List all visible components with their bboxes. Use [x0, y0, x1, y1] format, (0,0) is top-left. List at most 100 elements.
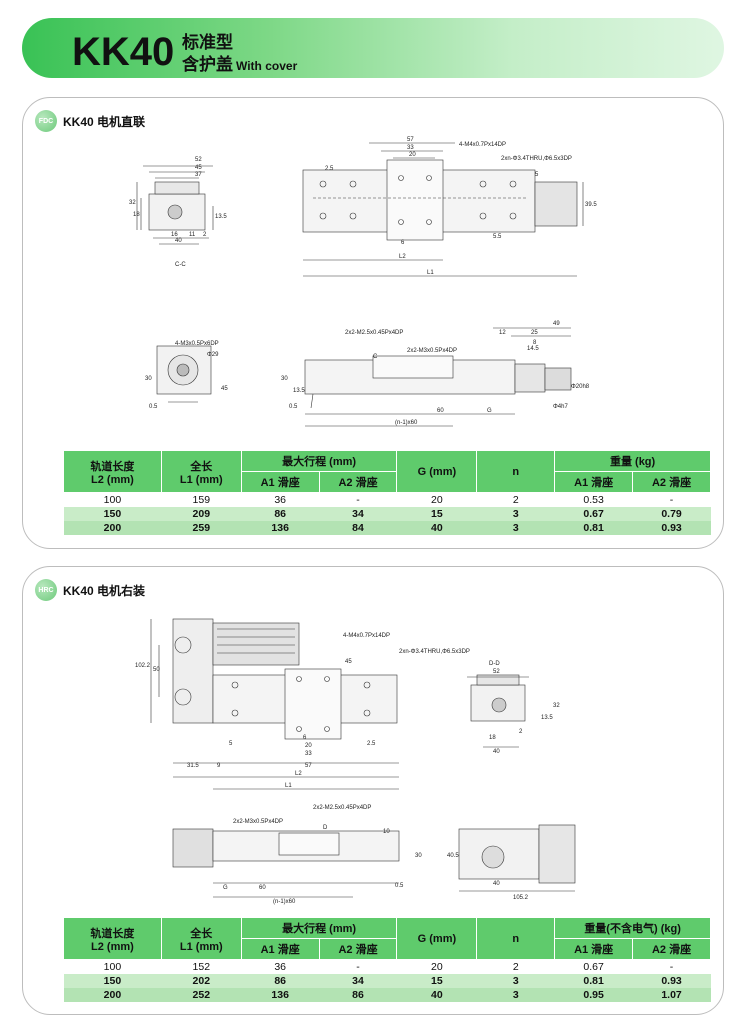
table-cell: 36 [241, 959, 320, 974]
table-cell: - [632, 959, 711, 974]
dim-label: 32 [553, 703, 560, 709]
sub-header: A2 滑座 [632, 471, 711, 493]
col-header-l2: 轨道长度 L2 (mm) [63, 450, 162, 493]
table-cell: 2 [476, 959, 555, 974]
dim-label: 32 [129, 200, 136, 206]
dim-label: 40.5 [447, 853, 459, 859]
table-cell: 136 [241, 520, 320, 535]
dim-label: 5 [535, 172, 539, 178]
dim-label: 102.2 [135, 663, 151, 669]
dim-label: 13.5 [541, 715, 553, 721]
sub-header: A1 滑座 [554, 471, 634, 493]
dim-label: 30 [145, 376, 152, 382]
dim-label: 12 [499, 330, 506, 336]
dim-label: L2 [295, 771, 302, 777]
col-header-g: G (mm) [396, 450, 478, 493]
table-cell: 100 [63, 492, 162, 507]
table-row: 150 209 86 34 15 3 0.67 0.79 [63, 506, 711, 521]
dim-label: 50 [153, 667, 160, 673]
dim-label: 52 [195, 157, 202, 163]
table-cell: 40 [396, 987, 477, 1002]
drawing-right-motor: 102.2 50 4-M4x0.7Px14DP 2xn-Φ3.4THRU,Φ6.… [135, 618, 576, 905]
dim-label: 105.2 [513, 895, 529, 901]
table-cell: 0.93 [632, 520, 711, 535]
cover-title-en: With cover [236, 59, 298, 73]
table-cell: 0.67 [554, 506, 633, 521]
dim-label: 18 [489, 735, 496, 741]
table-cell: 0.79 [632, 506, 711, 521]
drawing-direct-drive: 52 45 37 32 18 16 11 2 13.5 40 C-C 57 33… [129, 137, 597, 427]
dim-label: 33 [407, 145, 414, 151]
sub-header: A2 滑座 [318, 471, 398, 493]
table-cell: 136 [241, 987, 320, 1002]
dim-label: 5.5 [493, 234, 502, 240]
dim-label: G [487, 408, 492, 414]
table-cell: 252 [161, 987, 242, 1002]
table-cell: 200 [63, 987, 162, 1002]
dim-label: 45 [195, 165, 202, 171]
table-cell: 0.93 [632, 973, 711, 988]
dim-label: 14.5 [527, 346, 539, 352]
dim-label: D-D [489, 661, 500, 667]
table-cell: 84 [319, 520, 397, 535]
dim-label: C-C [175, 262, 186, 268]
section-badge: FDC [35, 110, 57, 132]
table-row: 100 159 36 - 20 2 0.53 - [63, 492, 711, 507]
table-cell: 0.53 [554, 492, 633, 507]
table-cell: 0.95 [554, 987, 633, 1002]
col-header-stroke: 最大行程 (mm) [240, 917, 398, 939]
table-cell: - [319, 959, 397, 974]
dim-label: (n-1)x60 [395, 420, 418, 426]
col-header-weight: 重量(不含电气) (kg) [554, 917, 711, 939]
table-cell: - [319, 492, 397, 507]
dim-label: 8 [533, 340, 537, 346]
table-row: 200 259 136 84 40 3 0.81 0.93 [63, 520, 711, 535]
col-header-l2: 轨道长度 L2 (mm) [63, 917, 162, 960]
section-title: KK40 电机右装 [63, 583, 146, 598]
dim-label: 2x2-M3x0.5Px4DP [407, 348, 457, 354]
dim-label: 4-M3x0.5Px6DP [175, 341, 219, 347]
dim-label: 0.5 [149, 404, 158, 410]
dim-label: 2xn-Φ3.4THRU,Φ6.5x3DP [399, 649, 470, 655]
dim-label: 5 [229, 741, 233, 747]
dim-label: L1 [285, 783, 292, 789]
dim-label: 25 [531, 330, 538, 336]
table-cell: 259 [161, 520, 242, 535]
col-header-g: G (mm) [396, 917, 478, 960]
dim-label: 45 [221, 386, 228, 392]
dim-label: 60 [437, 408, 444, 414]
dim-label: 2 [519, 729, 523, 735]
table-cell: 202 [161, 973, 242, 988]
dim-label: 13.5 [215, 214, 227, 220]
dim-label: D [323, 825, 328, 831]
table-cell: 40 [396, 520, 477, 535]
dim-label: 2x2-M2.5x0.45Px4DP [345, 330, 403, 336]
dim-label: 40 [493, 881, 500, 887]
dim-label: 20 [305, 743, 312, 749]
sub-header: A2 滑座 [632, 938, 711, 960]
dim-label: 10 [383, 829, 390, 835]
table-cell: 3 [476, 973, 555, 988]
dim-label: 30 [415, 853, 422, 859]
dim-label: G [223, 885, 228, 891]
section-title: KK40 电机直联 [63, 114, 146, 129]
section-direct-drive: FDC KK40 电机直联 [22, 97, 724, 549]
cover-title-cn: 含护盖 [182, 55, 233, 74]
table-cell: 209 [161, 506, 242, 521]
col-header-weight: 重量 (kg) [554, 450, 711, 472]
dim-label: 18 [133, 212, 140, 218]
col-header-n: n [476, 450, 556, 493]
dim-label: Φ4h7 [553, 404, 568, 410]
col-header-l1: 全长 L1 (mm) [160, 450, 242, 493]
dim-label: 9 [217, 763, 221, 769]
dim-label: 33 [305, 751, 312, 757]
dim-label: 52 [493, 669, 500, 675]
sub-header: A2 滑座 [318, 938, 398, 960]
dim-label: 40 [493, 749, 500, 755]
dim-label: 16 [171, 232, 178, 238]
dim-label: 2x2-M3x0.5Px4DP [233, 819, 283, 825]
table-cell: 0.81 [554, 520, 633, 535]
col-header-n: n [476, 917, 556, 960]
spec-table-right-motor: 轨道长度 L2 (mm) 全长 L1 (mm) 最大行程 (mm) G (mm)… [63, 917, 711, 1002]
table-row: 200 252 136 86 40 3 0.95 1.07 [63, 987, 711, 1002]
